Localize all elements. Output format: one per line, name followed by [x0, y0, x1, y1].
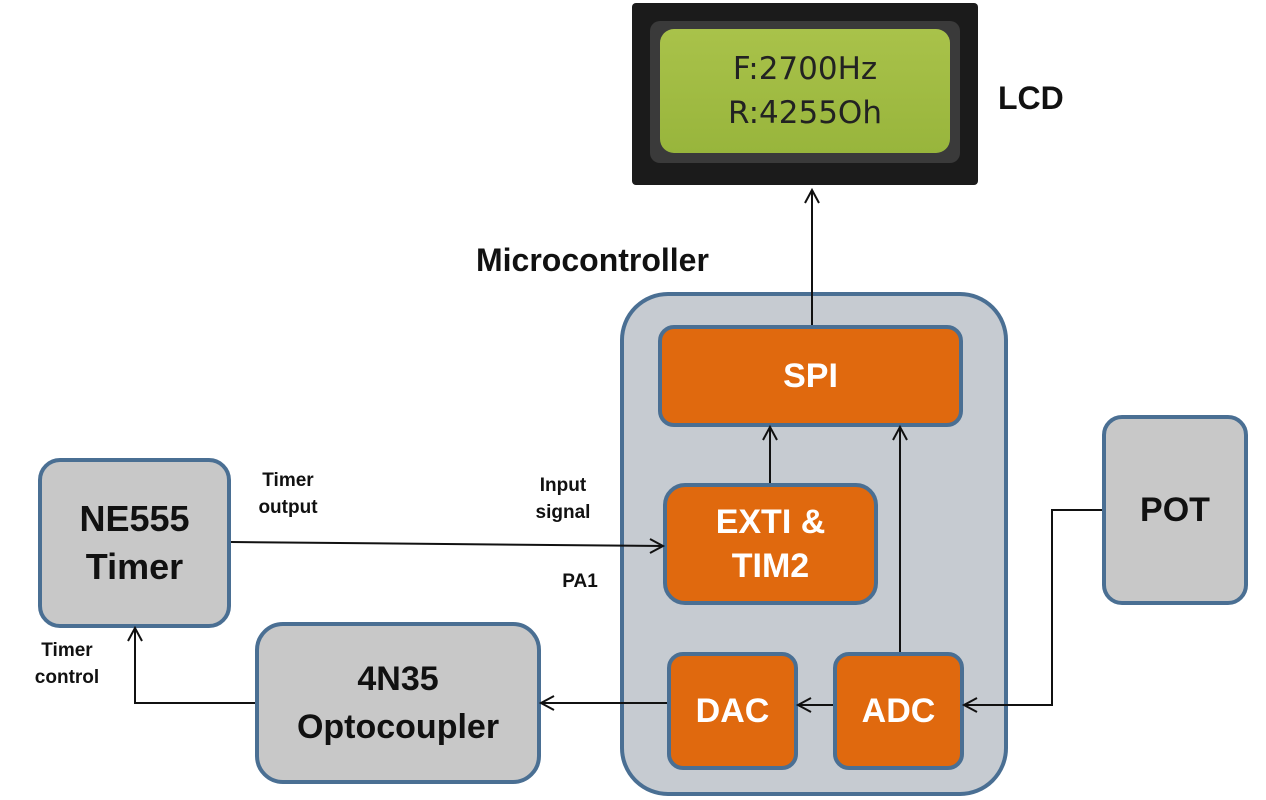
adc-to-dac-arrowhead — [795, 697, 812, 713]
lcd-screen: F:2700Hz R:4255Oh — [660, 29, 950, 153]
pot-label: POT — [1140, 490, 1210, 529]
optocoupler-block: 4N35 Optocoupler — [255, 622, 541, 784]
timer-control-label: Timer control — [22, 637, 112, 691]
timer-control-arrowhead — [127, 625, 143, 642]
timer-label: Timer — [85, 546, 184, 587]
adc-block: ADC — [833, 652, 964, 770]
exti-to-spi-arrowhead — [762, 424, 778, 441]
dac-block-label: DAC — [695, 691, 770, 730]
timer-control-wire — [134, 628, 255, 704]
timer-output-label-line1: Timer — [262, 470, 314, 491]
lcd-frequency-readout: F:2700Hz — [732, 51, 878, 87]
timer-output-label-line2: output — [258, 497, 318, 518]
timer-output-arrowhead — [649, 538, 666, 554]
pot-to-adc-wire — [964, 509, 1102, 706]
spi-block-label: SPI — [783, 356, 838, 395]
timer-control-label-line2: control — [34, 667, 100, 688]
microcontroller-label: Microcontroller — [476, 242, 709, 278]
dac-block: DAC — [667, 652, 798, 770]
timer-output-wire — [230, 541, 664, 547]
pin-label: PA1 — [562, 571, 598, 592]
lcd-resistance-readout: R:4255Oh — [728, 95, 882, 131]
timer-output-label: Timer output — [243, 467, 333, 521]
lcd-label: LCD — [998, 80, 1064, 116]
pot-block: POT — [1102, 415, 1248, 605]
exti-block-label: EXTI & — [715, 503, 826, 541]
adc-to-spi-arrowhead — [892, 424, 908, 441]
lcd-bezel: F:2700Hz R:4255Oh — [650, 21, 960, 163]
input-signal-label-line2: signal — [535, 502, 591, 523]
timer-control-label-line1: Timer — [41, 640, 93, 661]
optocoupler-label: Optocoupler — [296, 708, 500, 746]
optocoupler-part-label: 4N35 — [357, 660, 439, 698]
lcd-display: F:2700Hz R:4255Oh — [632, 3, 978, 185]
input-signal-label: Input signal — [518, 472, 608, 526]
spi-to-lcd-arrowhead — [804, 187, 820, 204]
input-signal-label-line1: Input — [539, 475, 587, 496]
pot-to-adc-arrowhead — [961, 697, 978, 713]
tim2-block-label: TIM2 — [731, 547, 810, 585]
spi-block: SPI — [658, 325, 963, 427]
ne555-label: NE555 — [79, 498, 190, 539]
ne555-timer-block: NE555 Timer — [38, 458, 231, 628]
dac-to-optocoupler-arrowhead — [538, 695, 555, 711]
adc-block-label: ADC — [861, 691, 936, 730]
exti-tim2-block: EXTI & TIM2 — [663, 483, 878, 605]
